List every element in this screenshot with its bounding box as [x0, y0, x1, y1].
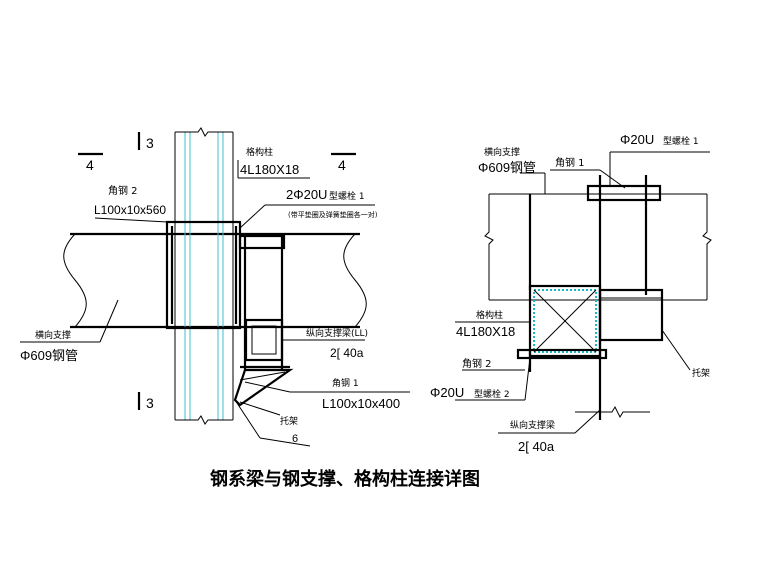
right-detail: 横向支撑 Φ609钢管 角钢 1 Φ20U 型螺栓 1 格构柱 4L180X18… [430, 132, 712, 454]
section-4-right: 4 [338, 157, 346, 173]
left-bracket-label: 托架 [280, 415, 298, 427]
left-detail: 3 3 4 4 格构柱 4L180X18 角钢 2 L100x10x560 2Φ… [20, 127, 410, 447]
right-horizontal-strut-pipe [484, 193, 712, 301]
right-lattice-column-box [528, 284, 602, 358]
right-lattice-column-spec: 4L180X18 [456, 324, 515, 339]
right-break-line [575, 405, 650, 419]
section-3-top: 3 [146, 135, 154, 151]
right-long-beam-label: 纵向支撑梁 [510, 419, 555, 431]
left-long-beam-spec: 2[ 40a [330, 346, 364, 360]
left-lattice-column-spec: 4L180X18 [240, 162, 299, 177]
left-angle-steel-2-label: 角钢 2 [108, 184, 138, 197]
left-angle-steel-1-label: 角钢 1 [332, 377, 359, 389]
section-4-left: 4 [86, 157, 94, 173]
left-leader-lines [20, 160, 410, 416]
right-strut-label: 横向支撑 [484, 146, 520, 158]
right-ubolt-1-spec: Φ20U [620, 132, 654, 147]
section-3-bottom: 3 [146, 395, 154, 411]
left-angle-steel-2-plate [165, 220, 242, 330]
drawing-title: 钢系梁与钢支撑、格构柱连接详图 [210, 468, 480, 490]
left-lattice-column [174, 127, 234, 425]
right-bracket [598, 288, 664, 342]
right-leader-lines [455, 151, 710, 434]
left-long-beam-label: 纵向支撑梁(LL) [306, 327, 368, 339]
left-strut-spec: Φ609钢管 [20, 348, 78, 363]
left-bracket [233, 368, 311, 447]
right-angle-steel-2-plate [516, 348, 608, 360]
right-strut-spec: Φ609钢管 [478, 160, 536, 175]
left-ubolt-spec: 2Φ20U [286, 187, 327, 202]
right-ubolt-1-label: 型螺栓 1 [663, 135, 699, 147]
right-angle-steel-1-plate [586, 184, 662, 202]
right-lattice-column-label: 格构柱 [476, 309, 503, 321]
left-lattice-column-label: 格构柱 [246, 146, 273, 158]
left-strut-label: 横向支撑 [35, 329, 71, 341]
left-section-markers [78, 132, 356, 410]
right-ubolt-2-spec: Φ20U [430, 385, 464, 400]
right-angle-steel-2-label: 角钢 2 [462, 357, 492, 370]
left-angle-steel-2-spec: L100x10x560 [94, 203, 166, 217]
right-ubolt-2-label: 型螺栓 2 [474, 388, 510, 400]
left-angle-steel-1-spec: L100x10x400 [322, 396, 400, 411]
left-channel-beam-section [238, 234, 290, 370]
left-weld-size: 6 [292, 433, 298, 445]
right-long-beam-spec: 2[ 40a [518, 439, 555, 454]
left-horizontal-strut-pipe [63, 232, 367, 329]
left-ubolt-note: (带平垫圈及弹簧垫圈各一对) [288, 210, 378, 219]
right-bracket-label: 托架 [692, 367, 710, 379]
right-angle-steel-1-label: 角钢 1 [555, 156, 585, 169]
left-ubolt-label: 型螺栓 1 [329, 190, 365, 202]
